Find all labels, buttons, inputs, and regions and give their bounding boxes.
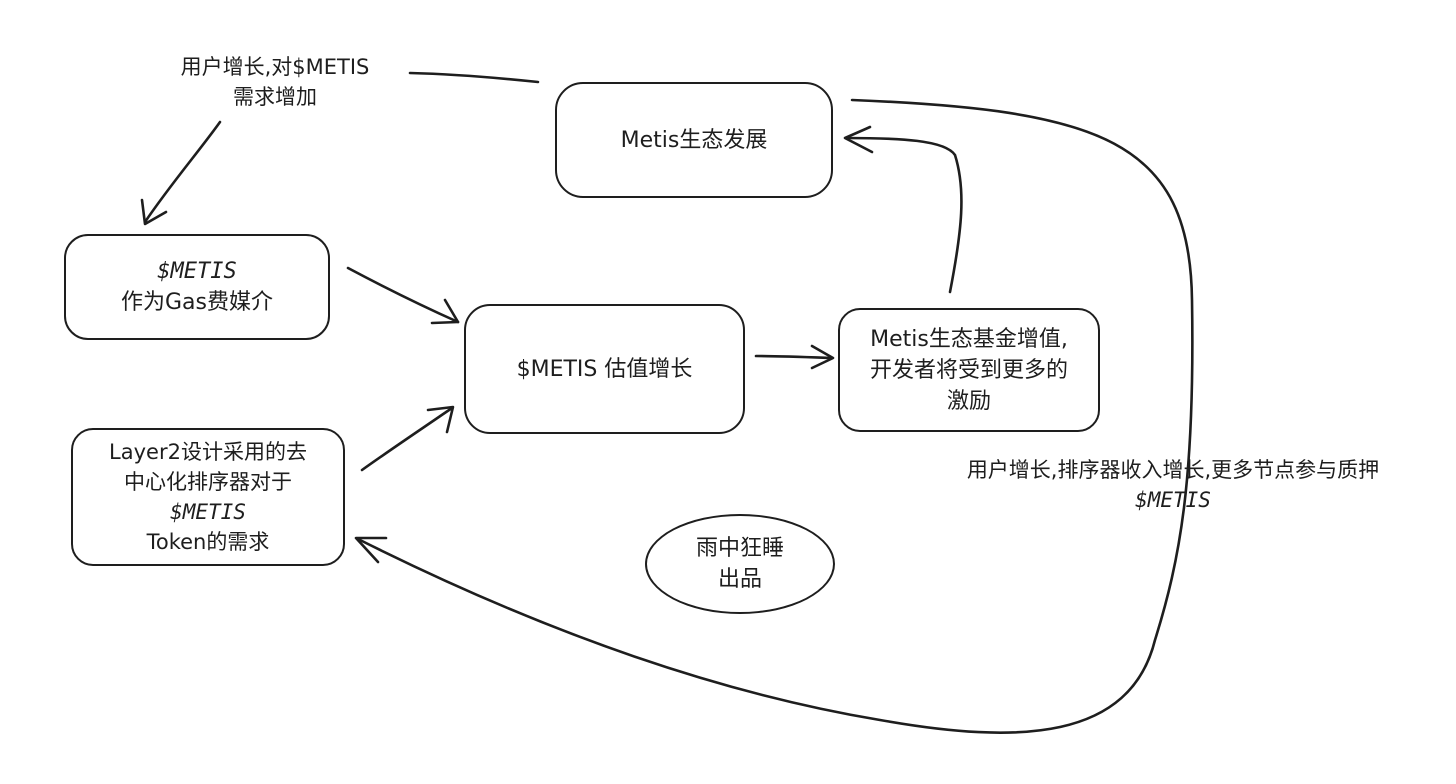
edge-gas-to-valuation	[346, 266, 460, 324]
node-fund-line-2: 开发者将受到更多的	[869, 357, 1068, 383]
loop-edge-ecosystem-to-sequencer	[358, 98, 1194, 734]
edge-label-connector	[408, 71, 540, 84]
node-ecosystem-text: Metis生态发展	[620, 127, 768, 153]
node-sequencer-line-1: Layer2设计采用的去	[109, 440, 307, 464]
node-valuation-text: $METIS 估值增长	[516, 356, 693, 382]
arrowhead-loop	[354, 536, 388, 564]
arrowhead-fund-to-ecosystem	[843, 125, 874, 154]
edge-label-user-growth-line-1: 用户增长,对$METIS	[180, 55, 370, 79]
node-sequencer-line-3: $METIS	[170, 500, 246, 524]
arrowhead-gas-to-valuation	[430, 298, 460, 325]
edge-fund-to-ecosystem	[844, 136, 963, 294]
node-sequencer-line-2: 中心化排序器对于	[123, 470, 292, 494]
node-fund-line-1: Metis生态基金增值,	[870, 326, 1068, 352]
node-sequencer-line-4: Token的需求	[146, 530, 270, 554]
edge-label-sequencer-staking: 用户增长,排序器收入增长,更多节点参与质押 $METIS	[893, 455, 1453, 515]
node-gas-medium: $METIS 作为Gas费媒介	[64, 234, 330, 340]
edge-valuation-to-fund	[754, 354, 834, 360]
edge-label-user-growth-demand: 用户增长,对$METIS 需求增加	[130, 52, 420, 112]
node-credit-ellipse: 雨中狂睡 出品	[645, 514, 835, 614]
edge-label-staking-line-1: 用户增长,排序器收入增长,更多节点参与质押	[966, 458, 1380, 482]
arrowhead-valuation-to-fund	[810, 344, 835, 370]
arrowhead-demand-to-gas	[140, 198, 168, 226]
edge-label-staking-line-2: $METIS	[1135, 488, 1211, 512]
node-gas-token: $METIS	[157, 259, 237, 284]
node-sequencer-demand: Layer2设计采用的去 中心化排序器对于 $METIS Token的需求	[71, 428, 345, 566]
node-fund-line-3: 激励	[946, 388, 991, 414]
edge-demand-to-gas	[143, 120, 222, 224]
arrowhead-sequencer-to-valuation	[426, 405, 455, 434]
node-ecosystem-growth: Metis生态发展	[555, 82, 833, 198]
node-valuation-growth: $METIS 估值增长	[464, 304, 745, 434]
node-gas-desc: 作为Gas费媒介	[121, 290, 273, 315]
node-fund-appreciation: Metis生态基金增值, 开发者将受到更多的 激励	[838, 308, 1100, 432]
edge-sequencer-to-valuation	[360, 406, 454, 472]
credit-line-2: 出品	[717, 567, 762, 592]
credit-line-1: 雨中狂睡	[695, 536, 784, 561]
edge-label-user-growth-line-2: 需求增加	[233, 85, 317, 109]
